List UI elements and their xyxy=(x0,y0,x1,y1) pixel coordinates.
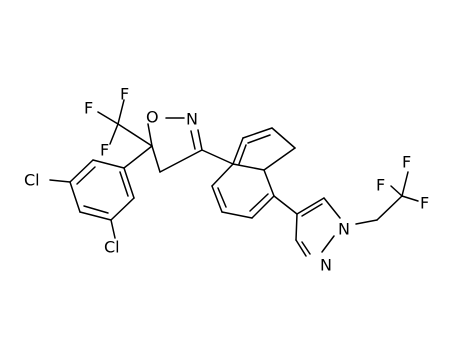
bond-naph-b2 xyxy=(242,127,273,139)
bond-c5-aryl xyxy=(123,145,153,169)
atom-n-isoxazoline: N xyxy=(186,110,198,129)
atom-o: O xyxy=(146,108,159,127)
bond-pz-2 xyxy=(323,197,341,219)
bond-naph-b1 xyxy=(232,137,244,165)
bond-pz-4 xyxy=(295,239,307,257)
bond-cf3-f-bottom xyxy=(109,123,119,145)
bond-ph-5 xyxy=(110,197,135,221)
bond-cf3-f-c xyxy=(401,195,419,202)
bond-naph-a-inner-1 xyxy=(217,187,227,208)
bond-c5-o xyxy=(147,123,153,147)
bond-cf3-f-b xyxy=(401,171,409,197)
bond-naph-a5 xyxy=(263,169,275,197)
bond-cf3-c5 xyxy=(117,123,153,147)
bond-naph-pyrazole xyxy=(273,195,298,215)
atom-cl-lower: Cl xyxy=(104,238,120,257)
bond-ph-inner-3 xyxy=(119,171,129,197)
bond-cf3-f-top xyxy=(117,99,125,125)
bond-naph-a4 xyxy=(251,195,275,219)
bond-pz-inner-2 xyxy=(301,241,311,255)
bond-ch2-cf3 xyxy=(376,195,403,221)
bond-c4-c5 xyxy=(151,145,161,173)
atom-n-pyrazole-2: N xyxy=(320,256,332,275)
bond-cf3-f-a xyxy=(390,185,403,197)
bond-naph-a3 xyxy=(221,211,253,219)
atom-cl-upper: Cl xyxy=(24,171,40,190)
bond-naph-a-inner-2 xyxy=(249,193,269,212)
bonds xyxy=(49,99,419,257)
atom-labels: F F F O N Cl Cl N N F F F xyxy=(24,85,429,275)
bond-naph-b-inner-1 xyxy=(247,134,271,144)
atom-f5: F xyxy=(402,153,411,172)
atom-f2: F xyxy=(84,99,93,118)
bond-cf3-f-left xyxy=(97,111,119,125)
bond-c3-naph xyxy=(201,149,234,165)
atom-n-pyrazole-1: N xyxy=(338,220,350,239)
bond-naph-b3 xyxy=(271,127,296,149)
bond-c3-c4 xyxy=(159,149,203,173)
atom-f3: F xyxy=(100,141,109,160)
bond-naph-a2 xyxy=(211,185,223,213)
bond-naph-a1 xyxy=(211,163,234,187)
bond-pz-1 xyxy=(296,197,325,215)
bond-naph-b4 xyxy=(263,147,296,171)
bond-n-c3 xyxy=(197,129,203,151)
bond-c-cl-upper xyxy=(49,179,71,183)
bond-n-c3-double xyxy=(190,130,196,150)
bond-ph-2 xyxy=(69,159,94,183)
atom-f6: F xyxy=(420,194,429,213)
bond-n-ch2 xyxy=(355,219,378,225)
bond-pz-inner-1 xyxy=(301,203,323,217)
bond-c-cl-lower xyxy=(110,219,116,239)
atom-f1: F xyxy=(120,85,129,104)
bond-naph-b-inner-2 xyxy=(238,144,247,165)
bond-ph-3 xyxy=(69,181,81,213)
bond-pz-5 xyxy=(295,213,298,241)
bond-ph-6 xyxy=(123,167,135,199)
bond-ph-inner-2 xyxy=(83,205,109,214)
bond-ph-1 xyxy=(92,159,125,169)
atom-f4: F xyxy=(376,176,385,195)
bond-naph-a6 xyxy=(232,163,265,171)
bond-ph-4 xyxy=(79,211,112,221)
bond-pz-3 xyxy=(321,235,335,253)
bond-ph-inner-1 xyxy=(76,166,96,185)
